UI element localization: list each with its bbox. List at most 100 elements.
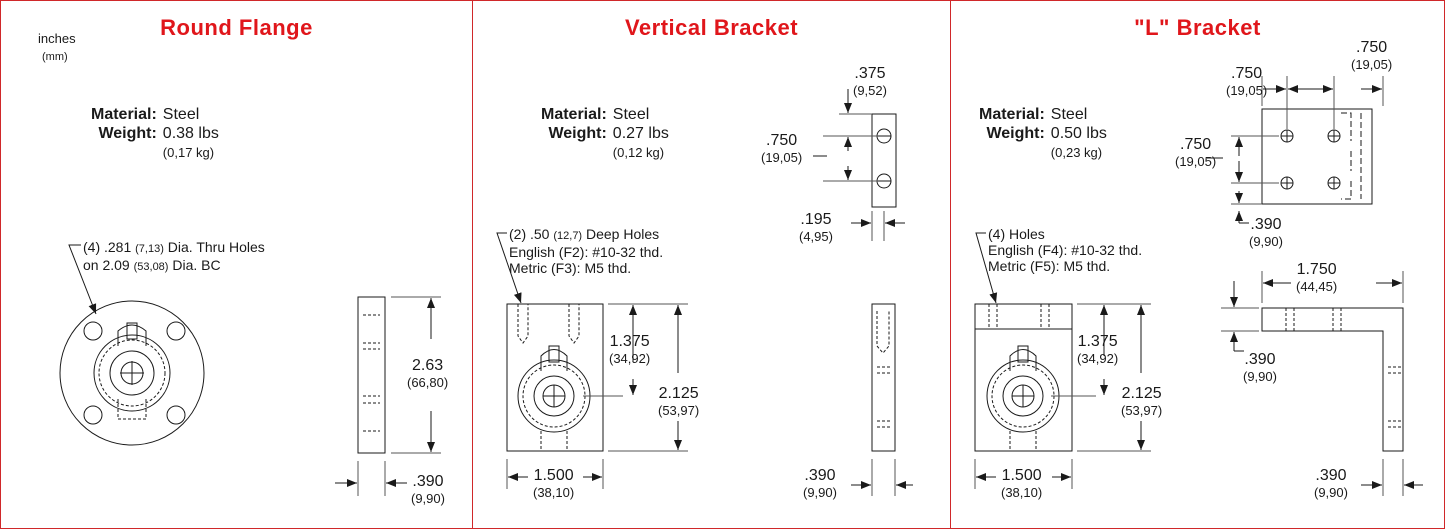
note-metric: (12,7) <box>553 230 583 242</box>
dim-value: .375 <box>854 65 886 82</box>
bearing-hidden <box>99 340 165 406</box>
bracket-front-view <box>507 304 603 451</box>
dim-center-height: 1.375 (34,92) <box>609 333 650 366</box>
dim-metric: (4,95) <box>799 229 833 244</box>
dim-center-height: 1.375 (34,92) <box>1077 333 1118 366</box>
dim-value: .390 <box>1250 216 1282 233</box>
weight-metric: (0,17 kg) <box>162 145 215 160</box>
leader-line <box>497 233 522 303</box>
dim-metric: (9,52) <box>853 83 887 98</box>
dim-value: .195 <box>800 211 832 228</box>
dim-metric: (38,10) <box>533 485 575 500</box>
bracket-l-side-view <box>1262 308 1403 451</box>
bearing-outer <box>94 335 170 411</box>
bracket-front-view <box>975 304 1072 451</box>
dim-hole-pitch-x: .750 (19,05) <box>1226 65 1267 98</box>
material-label: Material: <box>91 106 157 123</box>
note-text: Deep Holes <box>582 226 660 242</box>
flange-outline <box>60 301 204 445</box>
dim-edge-offset: .390 (9,90) <box>1249 216 1283 249</box>
dim-total-height: 2.125 (53,97) <box>1121 385 1162 418</box>
dim-metric: (38,10) <box>1001 485 1043 500</box>
leader-line <box>976 233 998 303</box>
note-text: Dia. BC <box>168 257 221 273</box>
bracket-top-view <box>1262 109 1372 204</box>
dim-value: .390 <box>1244 351 1276 368</box>
note-text: (2) .50 <box>509 226 554 242</box>
dim-metric: (19,05) <box>1226 83 1268 98</box>
dim-metric: (19,05) <box>1175 154 1217 169</box>
dim-value: .750 <box>1180 136 1212 153</box>
boss <box>118 325 146 346</box>
material-value: Steel <box>612 106 650 123</box>
weight-label: Weight: <box>98 125 157 142</box>
dim-value: 1.375 <box>609 333 650 350</box>
dim-value: .750 <box>1231 65 1263 82</box>
dim-metric: (53,97) <box>1121 403 1163 418</box>
weight-value: 0.38 lbs <box>162 125 219 142</box>
dim-value: 2.63 <box>412 357 444 374</box>
weight-metric: (0,12 kg) <box>612 145 665 160</box>
dim-metric: (44,45) <box>1296 279 1338 294</box>
flange-side-view <box>358 297 385 453</box>
dim-top-offset: .375 (9,52) <box>853 65 887 98</box>
units-secondary: (mm) <box>42 51 68 63</box>
dim-thickness: .390 (9,90) <box>411 473 445 506</box>
weight-metric: (0,23 kg) <box>1050 145 1103 160</box>
bolt-hole <box>84 406 102 424</box>
dim-value: .390 <box>412 473 444 490</box>
material-block: Material:Steel Weight:0.50 lbs (0,23 kg) <box>979 105 1107 162</box>
panel-title: "L" Bracket <box>1134 15 1261 40</box>
dim-total-height: 2.125 (53,97) <box>658 385 699 418</box>
vertical-bracket-drawing <box>473 1 952 530</box>
note-text: (4) .281 <box>83 239 136 255</box>
leader-line <box>69 245 96 314</box>
dim-value: 1.375 <box>1077 333 1118 350</box>
dim-metric: (9,90) <box>803 485 837 500</box>
dim-value: .750 <box>766 132 798 149</box>
dim-metric: (66,80) <box>407 375 449 390</box>
hole-note: (4) Holes English (F4): #10-32 thd. Metr… <box>988 226 1142 274</box>
bracket-lower-side-view <box>872 304 895 451</box>
hidden-boss <box>118 399 146 419</box>
dim-height: 2.63 (66,80) <box>407 357 448 390</box>
note-text: (4) Holes <box>988 226 1045 242</box>
weight-value: 0.27 lbs <box>612 125 669 142</box>
material-label: Material: <box>541 106 607 123</box>
panel-title: Vertical Bracket <box>624 15 799 40</box>
note-text: on 2.09 <box>83 257 134 273</box>
note-text: Dia. Thru Holes <box>163 239 265 255</box>
material-value: Steel <box>162 106 200 123</box>
dim-metric: (34,92) <box>1077 351 1119 366</box>
hole-note: (2) .50 (12,7) Deep Holes English (F2): … <box>509 226 663 276</box>
dim-thickness: .390 (9,90) <box>1314 467 1348 500</box>
dim-width: 1.500 (38,10) <box>533 467 574 500</box>
weight-label: Weight: <box>986 125 1045 142</box>
dim-leg-thickness: .390 (9,90) <box>1243 351 1277 384</box>
dim-metric: (9,90) <box>411 491 445 506</box>
dim-hole-spacing: .750 (19,05) <box>761 132 802 165</box>
units-primary: inches <box>38 31 76 46</box>
bracket-top-side-view <box>872 114 896 207</box>
note-text: Metric (F5): M5 thd. <box>988 258 1111 274</box>
dim-value: 2.125 <box>658 385 699 402</box>
note-text: English (F2): #10-32 thd. <box>509 244 664 260</box>
dim-leg-length: 1.750 (44,45) <box>1296 261 1337 294</box>
panel-round-flange: Round Flange inches (mm) Material:Steel … <box>0 0 473 529</box>
hole-note: (4) .281 (7,13) Dia. Thru Holes on 2.09 … <box>83 239 265 275</box>
panel-title: Round Flange <box>160 15 313 40</box>
bolt-hole <box>167 406 185 424</box>
dim-metric: (9,90) <box>1243 369 1277 384</box>
bolt-hole <box>167 322 185 340</box>
note-text: English (F4): #10-32 thd. <box>988 242 1143 258</box>
dim-metric: (34,92) <box>609 351 651 366</box>
bearing-ring <box>534 376 574 416</box>
dim-metric: (9,90) <box>1249 234 1283 249</box>
dim-hole-pitch-y: .750 (19,05) <box>1175 136 1216 169</box>
note-metric: (53,08) <box>133 261 169 273</box>
dim-value: .390 <box>804 467 836 484</box>
weight-label: Weight: <box>548 125 607 142</box>
material-value: Steel <box>1050 106 1088 123</box>
bearing-ring <box>110 351 154 395</box>
dim-value: .390 <box>1315 467 1347 484</box>
